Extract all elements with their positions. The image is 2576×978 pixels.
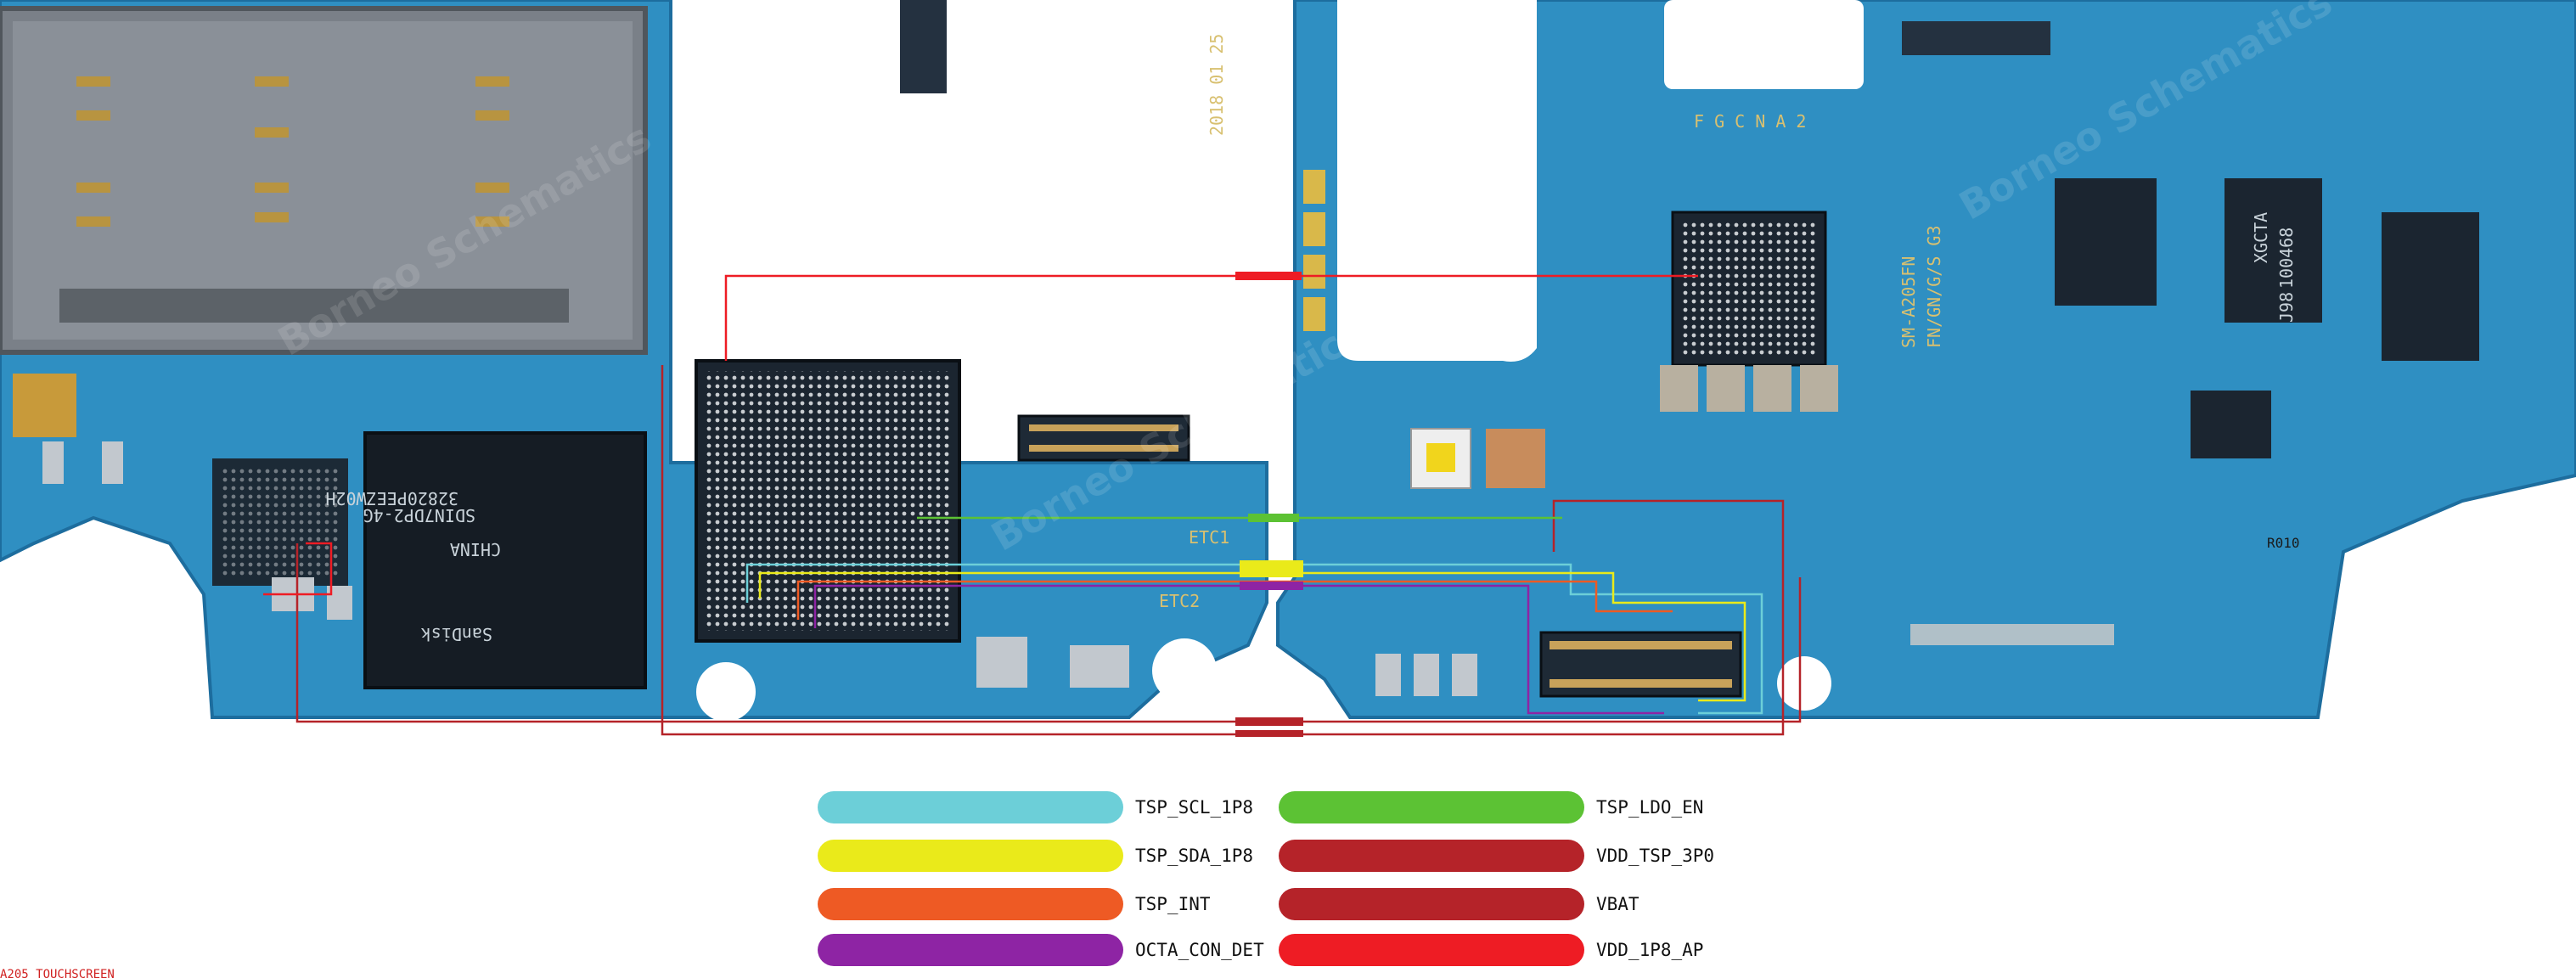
flash-chip-text-4: SanDisk (421, 624, 492, 644)
board-cutout (1664, 0, 1864, 89)
legend-swatch (818, 934, 1123, 966)
qr-code-right (1486, 429, 1545, 488)
net-legend: TSP_SCL_1P8 TSP_SDA_1P8 TSP_INT OCTA_CON… (0, 764, 2576, 978)
legend-swatch (1279, 791, 1584, 823)
variant-label: FN/GN/G/S G3 (1924, 226, 1944, 349)
legend-label: TSP_SDA_1P8 (1135, 846, 1254, 866)
legend-swatch (1279, 888, 1584, 920)
etc2-label: ETC2 (1159, 591, 1200, 611)
legend-label: OCTA_CON_DET (1135, 940, 1264, 960)
fpc-connector (1017, 414, 1190, 462)
legend-swatch (818, 888, 1123, 920)
trace-vbat (295, 543, 1802, 723)
footer-note: A205 TOUCHSCREEN (0, 968, 115, 978)
legend-swatch (818, 840, 1123, 872)
legend-label: TSP_SCL_1P8 (1135, 797, 1254, 818)
trace-tsp-scl (745, 563, 1763, 715)
legend-label: VDD_TSP_3P0 (1596, 846, 1715, 866)
left-board: 2018 01 25 ETC1 ETC2 SDIN7DP2-4G CHINA 3… (0, 0, 1268, 722)
legend-label: TSP_LDO_EN (1596, 797, 1704, 818)
trace-tsp-sda (758, 571, 1746, 702)
trace-vdd-tsp-3p0 (661, 365, 1785, 736)
legend-swatch (1279, 840, 1584, 872)
etc1-label: ETC1 (1189, 527, 1229, 548)
flash-chip-text-2: CHINA (450, 539, 501, 559)
board-cutout (1337, 0, 1537, 362)
right-chip-text-3: J98 (2276, 292, 2297, 323)
model-label: SM-A205FN (1898, 256, 1919, 348)
r010-label: R010 (2267, 535, 2300, 551)
top-right-connector (1902, 21, 2050, 55)
right-board: XGCTA 100468 J98 F G C N A 2 SM-A205FN F… (1276, 0, 2576, 719)
pa-chip (2382, 212, 2479, 361)
board-cutout (675, 0, 870, 89)
net-traces (263, 272, 1802, 737)
small-chip (2191, 391, 2271, 458)
right-chip-text-2: 100468 (2276, 228, 2297, 289)
legend-swatch (818, 791, 1123, 823)
flash-chip-text-1: SDIN7DP2-4G (363, 505, 475, 526)
legend-swatch (1279, 934, 1584, 966)
right-chip-text-1: XGCTA (2251, 212, 2271, 263)
legend-label: TSP_INT (1135, 894, 1211, 914)
pcb-board-diagram: 2018 01 25 ETC1 ETC2 SDIN7DP2-4G CHINA 3… (0, 0, 2576, 737)
wifi-chip (2224, 178, 2322, 323)
trace-vdd-1p8-ap (724, 274, 1698, 361)
board-cutout (989, 0, 1240, 374)
board-date-label: 2018 01 25 (1206, 34, 1227, 136)
codec-chip (2055, 178, 2157, 306)
qr-code (13, 374, 76, 437)
area-code-label: F G C N A 2 (1694, 111, 1806, 132)
legend-label: VDD_1P8_AP (1596, 940, 1704, 960)
trace-octa-con-det (813, 584, 1664, 715)
flash-chip-text-3: 32820PEEZW02H (325, 488, 458, 509)
trace-tsp-int (796, 580, 1673, 620)
emmc-flash-chip (363, 431, 647, 689)
top-connector (900, 0, 947, 93)
legend-label: VBAT (1596, 894, 1640, 914)
